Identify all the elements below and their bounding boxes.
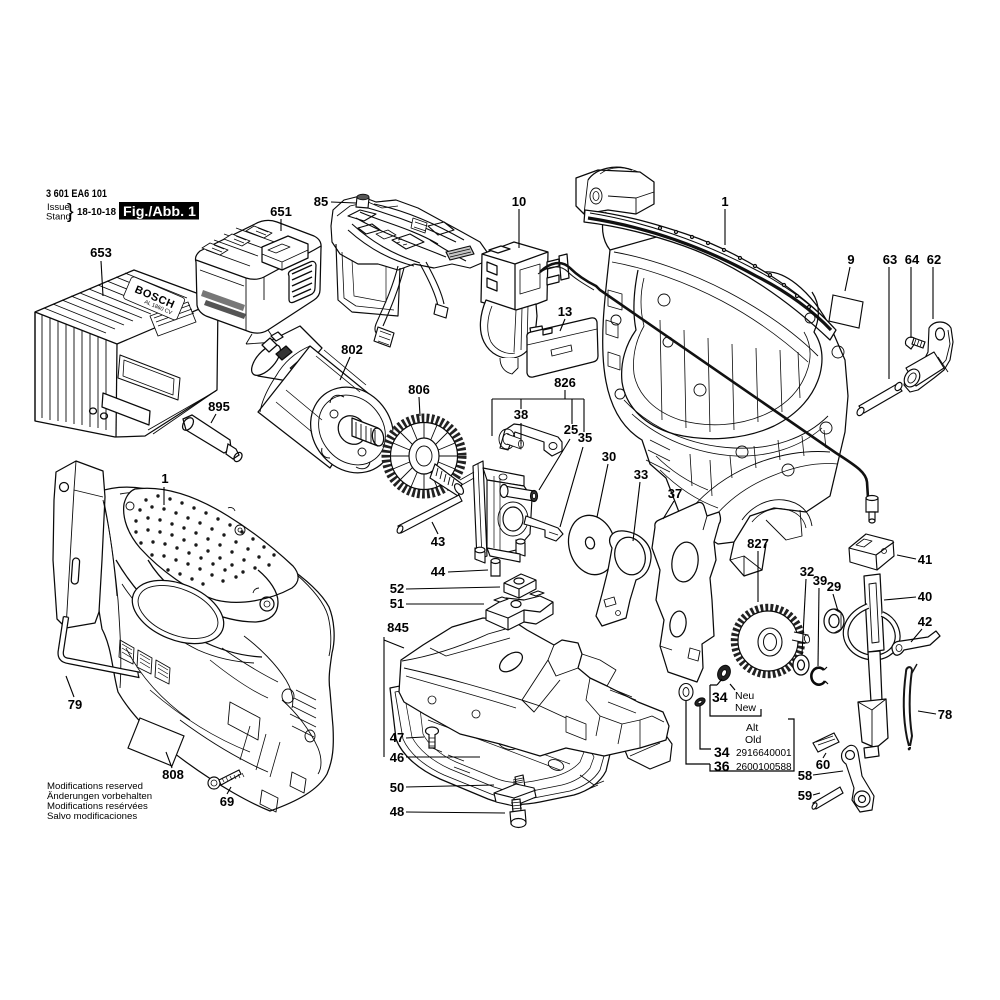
svg-text:845: 845: [387, 620, 409, 635]
svg-text:808: 808: [162, 767, 184, 782]
svg-text:41: 41: [918, 552, 932, 567]
svg-text:827: 827: [747, 536, 769, 551]
svg-text:79: 79: [68, 697, 82, 712]
svg-text:60: 60: [816, 757, 830, 772]
svg-text:32: 32: [800, 564, 814, 579]
svg-text:}: }: [67, 201, 74, 223]
svg-text:63: 63: [883, 252, 897, 267]
svg-text:2600100588: 2600100588: [736, 762, 792, 773]
svg-text:653: 653: [90, 245, 112, 260]
svg-text:52: 52: [390, 581, 404, 596]
svg-text:64: 64: [905, 252, 920, 267]
svg-text:43: 43: [431, 534, 445, 549]
svg-text:9: 9: [847, 252, 854, 267]
svg-text:1: 1: [161, 471, 168, 486]
svg-text:46: 46: [390, 750, 404, 765]
svg-text:Salvo modificaciones: Salvo modificaciones: [47, 811, 137, 822]
svg-text:36: 36: [714, 758, 730, 774]
svg-text:802: 802: [341, 342, 363, 357]
svg-text:42: 42: [918, 614, 932, 629]
svg-text:48: 48: [390, 804, 404, 819]
svg-text:35: 35: [578, 430, 592, 445]
svg-text:39: 39: [813, 573, 827, 588]
svg-text:58: 58: [798, 768, 812, 783]
svg-text:Änderungen vorbehalten: Änderungen vorbehalten: [47, 791, 152, 802]
svg-text:47: 47: [390, 730, 404, 745]
svg-text:69: 69: [220, 794, 234, 809]
svg-text:3 601 EA6 101: 3 601 EA6 101: [46, 188, 107, 200]
svg-text:59: 59: [798, 788, 812, 803]
svg-text:2916640001: 2916640001: [736, 748, 792, 759]
svg-text:806: 806: [408, 382, 430, 397]
svg-text:Old: Old: [745, 734, 762, 746]
svg-text:New: New: [735, 702, 756, 714]
svg-text:40: 40: [918, 589, 932, 604]
svg-text:78: 78: [938, 707, 952, 722]
svg-text:651: 651: [270, 204, 292, 219]
svg-text:29: 29: [827, 579, 841, 594]
svg-text:895: 895: [208, 399, 230, 414]
svg-text:34: 34: [714, 744, 730, 760]
svg-text:25: 25: [564, 422, 578, 437]
svg-text:30: 30: [602, 449, 616, 464]
svg-text:Alt: Alt: [746, 722, 758, 734]
svg-text:37: 37: [668, 486, 682, 501]
svg-text:18-10-18: 18-10-18: [77, 206, 116, 218]
svg-text:Issue: Issue: [47, 202, 70, 213]
svg-text:44: 44: [431, 564, 446, 579]
svg-text:10: 10: [512, 194, 526, 209]
svg-text:33: 33: [634, 467, 648, 482]
svg-text:62: 62: [927, 252, 941, 267]
svg-text:Fig./Abb. 1: Fig./Abb. 1: [123, 203, 196, 219]
svg-text:Stand: Stand: [46, 212, 71, 223]
svg-text:38: 38: [514, 407, 528, 422]
svg-text:Modifications reserved: Modifications reserved: [47, 781, 143, 792]
svg-text:13: 13: [558, 304, 572, 319]
svg-text:Modifications resérvées: Modifications resérvées: [47, 801, 148, 812]
svg-text:Neu: Neu: [735, 690, 754, 702]
svg-text:826: 826: [554, 375, 576, 390]
svg-text:51: 51: [390, 596, 404, 611]
svg-text:50: 50: [390, 780, 404, 795]
svg-text:85: 85: [314, 194, 328, 209]
svg-text:34: 34: [712, 689, 728, 705]
svg-text:1: 1: [721, 194, 728, 209]
